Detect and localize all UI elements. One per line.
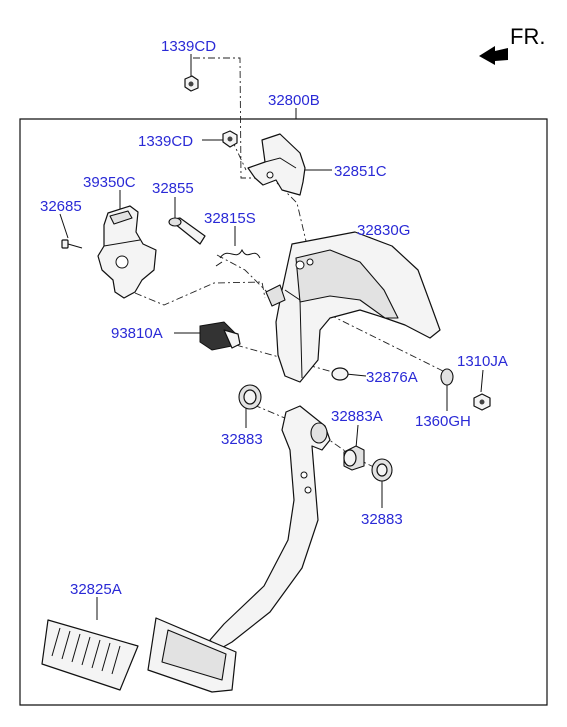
front-direction-indicator: FR. xyxy=(479,24,545,65)
label-nut-upper[interactable]: 1339CD xyxy=(138,133,193,150)
label-sleeve[interactable]: 32883A xyxy=(331,408,383,425)
label-assembly[interactable]: 32800B xyxy=(268,92,320,109)
nut-upper xyxy=(222,130,238,148)
bushing-left xyxy=(238,384,262,410)
nut-lower xyxy=(473,393,491,411)
label-nut-top[interactable]: 1339CD xyxy=(161,38,216,55)
label-bracket-plate[interactable]: 32851C xyxy=(334,163,387,180)
label-screw[interactable]: 32685 xyxy=(40,198,82,215)
front-label: FR. xyxy=(510,24,545,49)
label-pin[interactable]: 32855 xyxy=(152,180,194,197)
stop-lamp-switch xyxy=(199,321,241,351)
label-stopper[interactable]: 32876A xyxy=(366,369,418,386)
front-arrow-icon xyxy=(479,46,508,65)
brake-switch xyxy=(97,205,157,299)
pedal-arm xyxy=(209,405,331,651)
label-bushing-right[interactable]: 32883 xyxy=(361,511,403,528)
pedal-member xyxy=(265,231,441,383)
sleeve xyxy=(343,445,365,471)
pedal-pad-mounted xyxy=(147,617,237,693)
assembly-frame xyxy=(19,118,548,706)
stopper xyxy=(331,367,349,381)
nut-top xyxy=(184,75,199,92)
label-switch[interactable]: 39350C xyxy=(83,174,136,191)
label-member[interactable]: 32830G xyxy=(357,222,410,239)
pedal-pad xyxy=(41,619,139,691)
label-spring[interactable]: 32815S xyxy=(204,210,256,227)
pedal-pad-ribs xyxy=(51,627,121,675)
bracket-plate xyxy=(247,133,306,196)
pivot-pin xyxy=(168,217,206,245)
label-nut-lower[interactable]: 1310JA xyxy=(457,353,508,370)
label-bushing-left[interactable]: 32883 xyxy=(221,431,263,448)
label-pedal-pad[interactable]: 32825A xyxy=(70,581,122,598)
label-washer[interactable]: 1360GH xyxy=(415,413,471,430)
label-stop-lamp-switch[interactable]: 93810A xyxy=(111,325,163,342)
screw xyxy=(61,239,83,249)
return-spring xyxy=(215,248,261,267)
bushing-right xyxy=(371,458,393,482)
washer xyxy=(440,368,454,386)
